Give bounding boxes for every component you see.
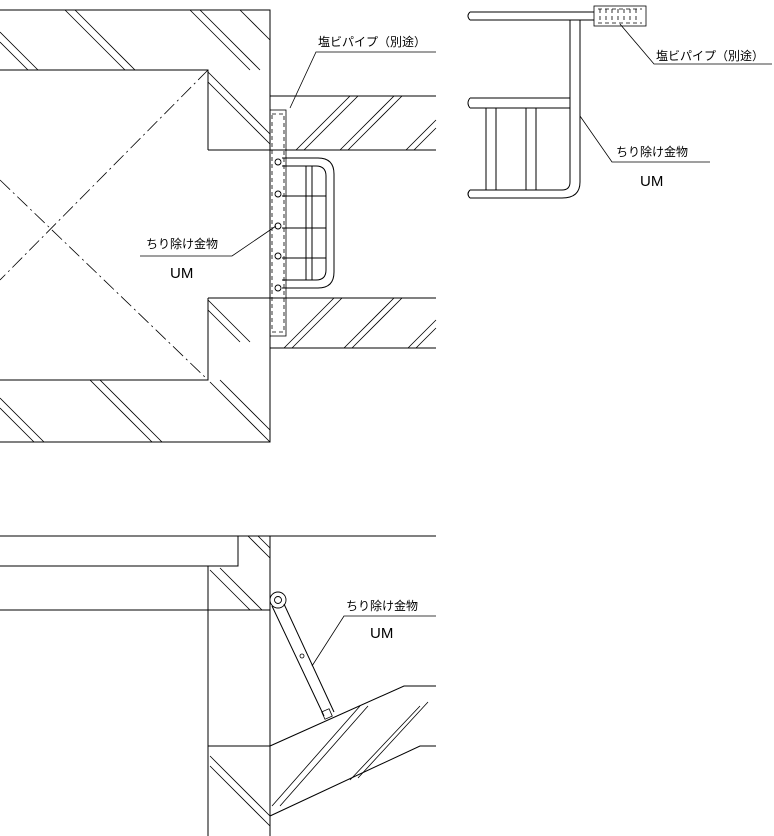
side-detail: 塩ビパイプ（別途） ちり除け金物 UM — [467, 5, 772, 199]
side-top-rail — [467, 11, 594, 21]
plan-channel-edges — [208, 149, 270, 299]
plan-pvc-pipe — [271, 113, 285, 333]
plan-pvc-pipe-outline — [269, 109, 287, 337]
side-middle-rail — [467, 97, 570, 109]
section-view: ちり除け金物 UM — [0, 535, 436, 836]
plan-pipe-edges — [270, 95, 436, 349]
section-debris-rod — [269, 591, 335, 720]
label-debris-guard-side-code: UM — [640, 173, 663, 190]
label-pvc-pipe-side: 塩ビパイプ（別途） — [656, 48, 764, 63]
section-wall — [207, 536, 271, 836]
plan-opening-diagonals — [0, 69, 209, 381]
plan-wall-hatch-right — [207, 71, 271, 343]
side-pvc-leader — [619, 23, 772, 65]
label-debris-guard-section-code: UM — [370, 625, 393, 642]
label-debris-guard-plan-code: UM — [170, 265, 193, 282]
side-bent-rod — [467, 20, 581, 199]
plan-inner-chamber — [0, 69, 209, 381]
label-debris-guard-side: ちり除け金物 — [616, 144, 688, 159]
plan-debris-leader — [140, 225, 277, 257]
section-wall-hatch — [209, 535, 271, 827]
side-debris-leader — [579, 115, 710, 163]
plan-view: 塩ビパイプ（別途） ちり除け金物 UM — [0, 9, 437, 443]
plan-outer-wall — [0, 9, 271, 443]
side-vertical-bars — [485, 108, 537, 190]
label-pvc-pipe-plan: 塩ビパイプ（別途） — [318, 34, 426, 49]
plan-wall-hatch-bottom — [0, 379, 271, 443]
label-debris-guard-plan: ちり除け金物 — [146, 236, 218, 251]
label-debris-guard-section: ちり除け金物 — [346, 598, 418, 613]
section-inlet-hatch — [271, 701, 429, 807]
side-pvc-cap-thread — [598, 8, 642, 24]
plan-wall-hatch-top — [0, 9, 271, 71]
plan-debris-guard — [282, 157, 335, 289]
plan-pvc-leader — [289, 51, 436, 109]
plan-mount-points — [274, 158, 282, 292]
section-sloped-inlet — [269, 685, 436, 817]
section-debris-leader — [311, 615, 436, 667]
plan-pipe-hatch — [283, 95, 437, 349]
side-pvc-cap — [593, 5, 647, 27]
